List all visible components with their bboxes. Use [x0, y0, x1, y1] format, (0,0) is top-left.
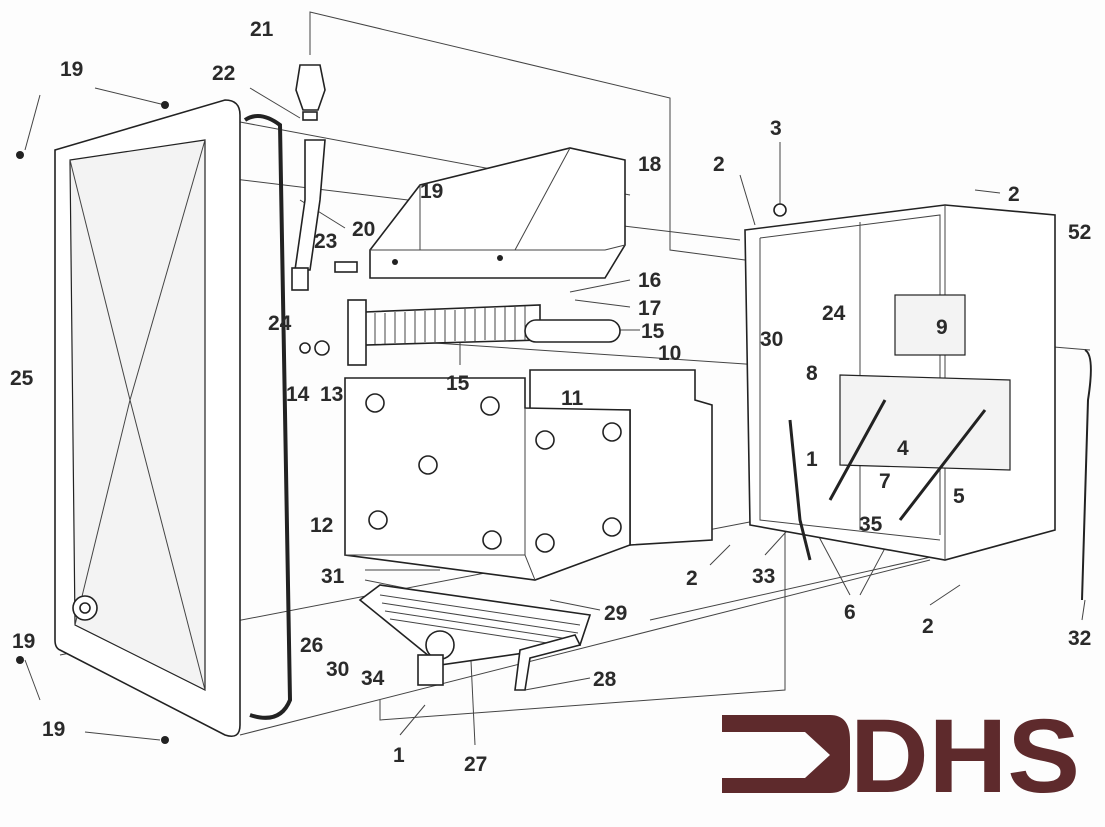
callout-24: 24 [268, 312, 292, 335]
main-burner [358, 584, 592, 691]
callout-34: 34 [361, 667, 385, 690]
callout-28: 28 [593, 668, 617, 691]
callout-23: 23 [314, 230, 337, 253]
callout-2: 2 [1008, 183, 1020, 206]
callout-30: 30 [760, 328, 783, 351]
callout-6: 6 [844, 601, 856, 624]
callout-14: 14 [286, 383, 310, 406]
callout-19: 19 [420, 180, 443, 203]
callout-2: 2 [713, 153, 725, 176]
callout-10: 10 [658, 342, 681, 365]
callout-17: 17 [638, 297, 661, 320]
callout-1: 1 [393, 744, 405, 767]
burner [299, 299, 621, 366]
callout-15: 15 [446, 372, 470, 395]
callout-22: 22 [212, 62, 235, 85]
callout-32: 32 [1068, 627, 1091, 650]
logo-text: DHS [850, 698, 1080, 815]
callout-1: 1 [806, 448, 818, 471]
callout-15: 15 [641, 320, 665, 343]
callout-20: 20 [352, 218, 375, 241]
callout-19: 19 [42, 718, 65, 741]
gasket [243, 114, 293, 720]
callout-4: 4 [897, 437, 909, 460]
callout-2: 2 [686, 567, 698, 590]
callout-5: 5 [953, 485, 965, 508]
callout-2: 2 [922, 615, 934, 638]
front-panel [16, 99, 241, 744]
callout-26: 26 [300, 634, 323, 657]
callout-25: 25 [10, 367, 34, 390]
callout-12: 12 [310, 514, 333, 537]
callout-21: 21 [250, 18, 274, 41]
cabinet [744, 203, 1092, 601]
dhs-logo: DHS [722, 698, 1080, 815]
combustion-chamber-cover [369, 147, 626, 279]
callout-13: 13 [320, 383, 343, 406]
callout-24: 24 [822, 302, 846, 325]
callout-27: 27 [464, 753, 487, 776]
heat-exchanger-box [344, 369, 713, 581]
callout-29: 29 [604, 602, 627, 625]
callout-19: 19 [60, 58, 83, 81]
callout-18: 18 [638, 153, 662, 176]
callout-19: 19 [12, 630, 35, 653]
callout-8: 8 [806, 362, 818, 385]
callout-31: 31 [321, 565, 345, 588]
callout-33: 33 [752, 565, 775, 588]
callout-30: 30 [326, 658, 349, 681]
part-23 [334, 261, 358, 273]
flue-assembly [291, 64, 326, 291]
callout-16: 16 [638, 269, 661, 292]
callout-9: 9 [936, 316, 948, 339]
callout-3: 3 [770, 117, 782, 140]
callout-11: 11 [561, 387, 584, 410]
callout-7: 7 [879, 470, 891, 493]
callout-52: 52 [1068, 221, 1091, 244]
callout-35: 35 [859, 513, 883, 536]
